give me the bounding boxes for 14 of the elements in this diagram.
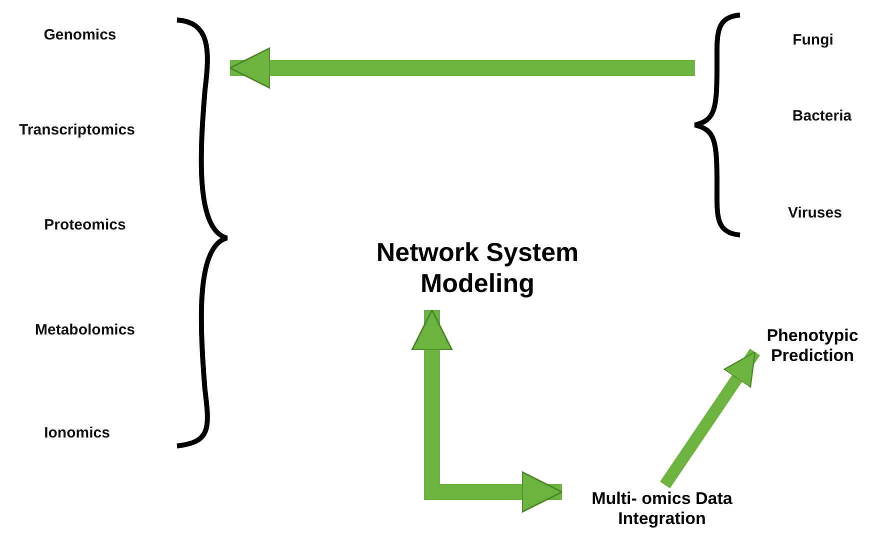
organism-label: Fungi — [792, 32, 834, 48]
central-title: Network System Modeling — [330, 226, 625, 310]
arrow — [411, 309, 563, 513]
omics-label: Proteomics — [44, 216, 126, 234]
omics-label: Genomics — [44, 26, 116, 44]
process-label: Phenotypic Prediction — [755, 320, 870, 372]
omics-label: Ionomics — [44, 424, 110, 442]
arrow — [229, 47, 695, 89]
process-label: Multi- omics Data Integration — [562, 485, 762, 533]
organism-label: Viruses — [788, 204, 842, 222]
arrow — [660, 348, 760, 488]
organism-label: Bacteria — [792, 108, 852, 124]
omics-label: Transcriptomics — [19, 122, 135, 138]
omics-label: Metabolomics — [34, 322, 136, 338]
